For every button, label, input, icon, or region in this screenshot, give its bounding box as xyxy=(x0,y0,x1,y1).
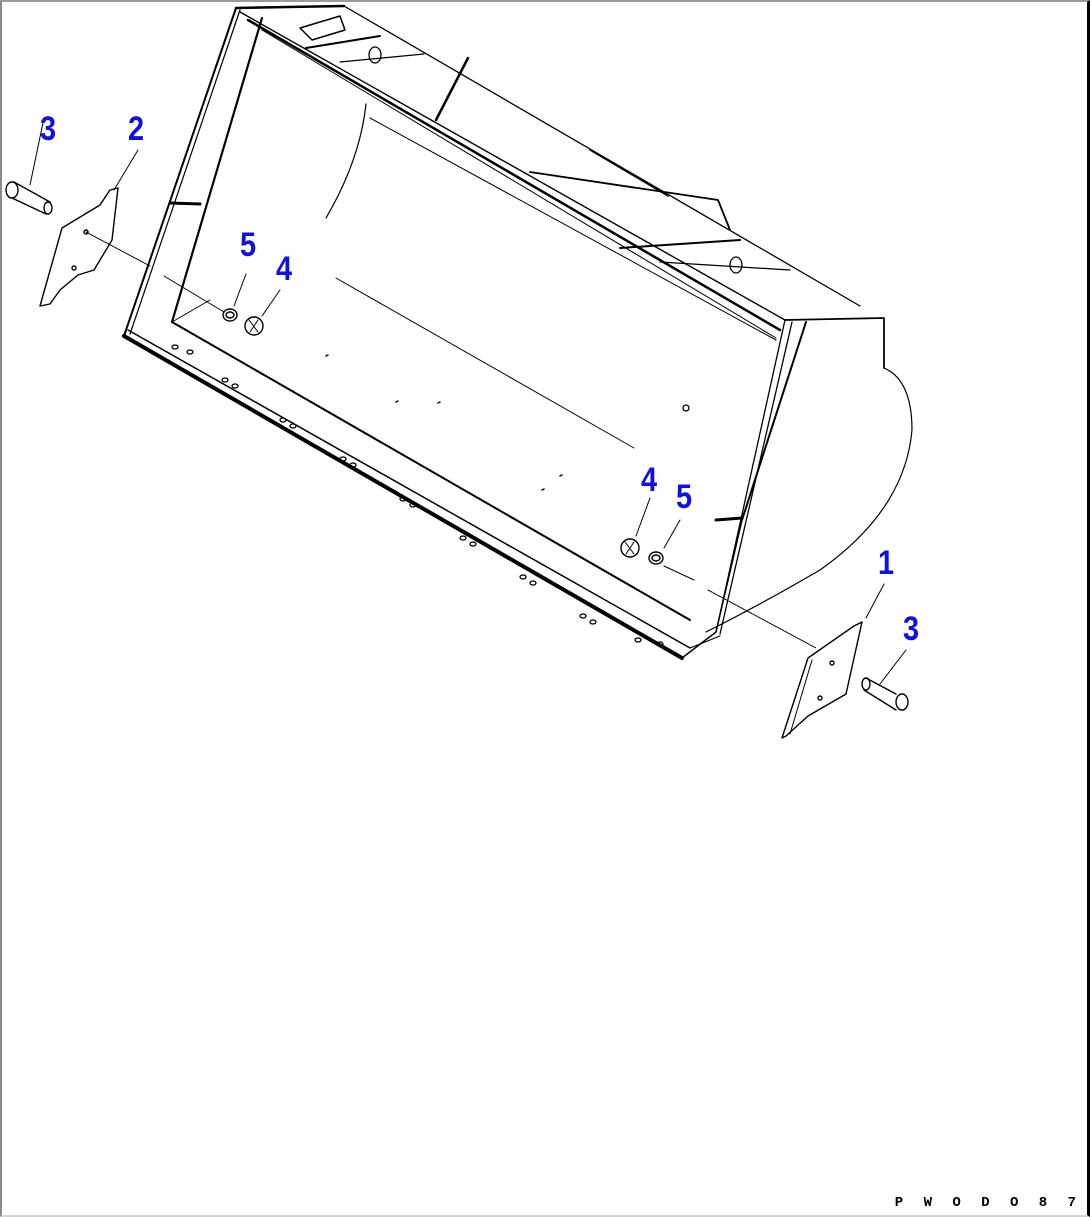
callout-3-left: 3 xyxy=(40,110,57,148)
right-hardware xyxy=(620,497,909,739)
bucket-body xyxy=(122,4,913,660)
drawing-code: P W O D O 8 7 xyxy=(894,1195,1082,1211)
callout-5-left: 5 xyxy=(240,226,257,264)
callout-2: 2 xyxy=(128,110,145,148)
callout-4-right: 4 xyxy=(641,461,658,499)
callout-1: 1 xyxy=(878,544,895,582)
left-hardware xyxy=(5,117,281,336)
callout-3-right: 3 xyxy=(903,610,920,648)
callout-5-right: 5 xyxy=(676,478,693,516)
callout-4-left: 4 xyxy=(276,250,293,288)
